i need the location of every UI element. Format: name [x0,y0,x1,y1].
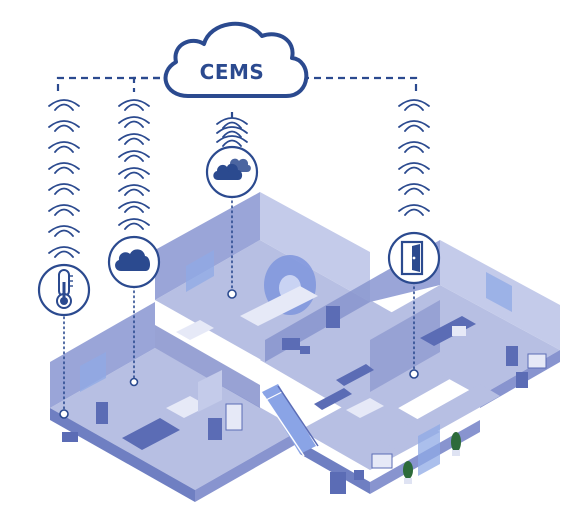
signal-wave [48,162,80,170]
signal-wave [54,166,74,174]
door-sensor [387,231,441,285]
signal-wave [54,250,74,258]
signal-wave [54,145,74,153]
signal-wave [48,99,80,107]
signal-wave [118,116,150,124]
signal-wave [124,103,144,111]
signal-wave [398,204,430,212]
sensor-drops [59,195,419,419]
signal-wave [404,145,424,153]
signal-wave [124,205,144,213]
signal-wave [118,150,150,158]
signal-wave [48,225,80,233]
signal-wave [54,208,74,216]
signal-wave [404,103,424,111]
signal-wave [398,183,430,191]
signal-wave [124,188,144,196]
door-icon [400,240,424,276]
signal-wave [118,218,150,226]
signal-wave [54,103,74,111]
signal-wave [398,120,430,128]
signal-wave [48,183,80,191]
signal-wave [118,133,150,141]
thermometer-icon [56,269,73,309]
signal-wave [118,184,150,192]
temperature-sensor [37,263,91,317]
cloud-icon [115,249,151,271]
signal-wave [124,171,144,179]
signal-wave [54,187,74,195]
signal-wave [216,135,248,143]
signal-wave [124,154,144,162]
signal-wave [398,162,430,170]
signal-wave [118,99,150,107]
cloud-sensor [107,235,161,289]
cems-label: CEMS [200,60,265,84]
clouds-icon [213,158,251,180]
signal-wave [222,139,242,147]
signal-wave [48,120,80,128]
signal-wave [48,204,80,212]
signal-wave [48,141,80,149]
staircase [262,384,319,457]
signal-wave [404,124,424,132]
cloud-icon [163,21,309,98]
signal-wave [404,208,424,216]
signal-wave [216,126,248,134]
signal-wave [118,201,150,209]
signal-wave [404,187,424,195]
network-links [56,76,418,118]
signal-wave [222,130,242,138]
signal-wave [48,246,80,254]
signal-wave [124,222,144,230]
signal-wave [398,141,430,149]
signal-wave [124,120,144,128]
signal-wave [54,229,74,237]
signal-wave [216,117,248,125]
signal-wave [124,137,144,145]
weather-sensor [205,145,259,199]
signal-wave [54,124,74,132]
cems-cloud: CEMS [163,21,309,98]
wireless-signals [48,99,430,279]
signal-wave [118,167,150,175]
signal-wave [404,166,424,174]
signal-wave [222,121,242,129]
signal-wave [398,99,430,107]
